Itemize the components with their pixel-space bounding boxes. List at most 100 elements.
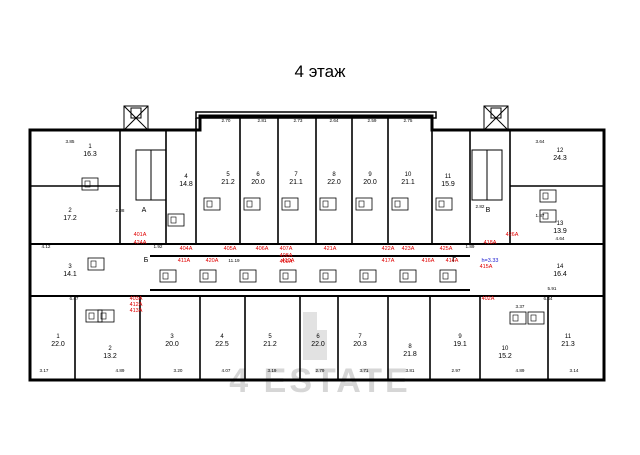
wc-fixture bbox=[391, 197, 409, 211]
wc-fixture-inner bbox=[438, 200, 445, 208]
wc-fixture bbox=[199, 269, 217, 283]
wc-fixture-inner bbox=[242, 272, 249, 280]
stair-tower-left bbox=[123, 105, 149, 131]
room-code-label: 411А bbox=[178, 258, 191, 264]
room-area: 20.3 bbox=[353, 341, 367, 348]
corridor bbox=[30, 243, 604, 297]
room-number: 5 bbox=[268, 334, 272, 340]
dimension-label: 2.79 bbox=[316, 368, 325, 373]
wc-fixture-inner bbox=[282, 272, 289, 280]
dimension-label: 3.85 bbox=[66, 139, 75, 144]
dimension-label: 2.59 bbox=[368, 118, 377, 123]
wc-fixture bbox=[159, 269, 177, 283]
room-number: 2 bbox=[68, 208, 72, 214]
wc-fixture bbox=[509, 311, 527, 325]
wc-fixture-inner bbox=[84, 180, 91, 188]
stair-letter: Б bbox=[144, 257, 149, 264]
dimension-label: 3.17 bbox=[40, 368, 49, 373]
room-area: 21.3 bbox=[561, 341, 575, 348]
room-code-label: 401А bbox=[134, 232, 147, 238]
room-number: 3 bbox=[170, 334, 174, 340]
dimension-label: 4.12 bbox=[42, 244, 51, 249]
room-area: 22.5 bbox=[215, 341, 229, 348]
room-number: 8 bbox=[408, 344, 412, 350]
room-area: 21.1 bbox=[289, 179, 303, 186]
dimension-label: 1.92 bbox=[154, 244, 163, 249]
room-code-label: 410А bbox=[282, 258, 295, 264]
dimension-label: 3.20 bbox=[174, 368, 183, 373]
dimension-label: 6.44 bbox=[544, 296, 553, 301]
wc-fixture bbox=[203, 197, 221, 211]
room-number: 7 bbox=[358, 334, 362, 340]
room-code-label: 424А bbox=[134, 240, 147, 246]
room-area: 20.0 bbox=[165, 341, 179, 348]
room-number: 11 bbox=[445, 174, 452, 180]
stair-letter: А bbox=[142, 207, 147, 214]
room-area: 21.1 bbox=[401, 179, 415, 186]
room-area: 15.9 bbox=[441, 181, 455, 188]
wc-fixture-inner bbox=[162, 272, 169, 280]
room-area: 16.3 bbox=[83, 151, 97, 158]
room-number: 2 bbox=[108, 346, 112, 352]
wc-fixture-inner bbox=[322, 272, 329, 280]
room-area: 15.2 bbox=[498, 353, 512, 360]
dimension-label: 2.75 bbox=[404, 118, 413, 123]
room-area: 13.9 bbox=[553, 228, 567, 235]
room-number: 12 bbox=[557, 148, 564, 154]
top-room-walls bbox=[30, 118, 604, 244]
room-number: 6 bbox=[316, 334, 320, 340]
wc-fixture-inner bbox=[512, 314, 519, 322]
wc-fixture-inner bbox=[202, 272, 209, 280]
floor-title: 4 этаж bbox=[294, 62, 346, 81]
room-area: 22.0 bbox=[327, 179, 341, 186]
wc-fixture-inner bbox=[542, 212, 549, 220]
room-number: 7 bbox=[294, 172, 298, 178]
dimension-label: 3.71 bbox=[360, 368, 369, 373]
wc-fixture-inner bbox=[394, 200, 401, 208]
room-number: 3 bbox=[68, 264, 72, 270]
room-code-label: 418А bbox=[484, 240, 497, 246]
room-number: 6 bbox=[256, 172, 260, 178]
wc-fixture bbox=[167, 213, 185, 227]
rooms-top: 116.3217.2314.1414.8521.2620.0721.1822.0… bbox=[63, 144, 567, 278]
stair-tower-right bbox=[483, 105, 509, 131]
room-number: 8 bbox=[332, 172, 336, 178]
room-code-label: 408А bbox=[280, 253, 293, 259]
room-area: 22.0 bbox=[311, 341, 325, 348]
wc-fixture-inner bbox=[362, 272, 369, 280]
room-code-label: 402А bbox=[482, 296, 495, 302]
watermark-mark bbox=[303, 312, 317, 360]
room-area: 20.0 bbox=[251, 179, 265, 186]
room-code-label: 407А bbox=[280, 246, 293, 252]
room-area: 21.2 bbox=[263, 341, 277, 348]
dimension-label: 2.08 bbox=[116, 208, 125, 213]
wc-fixture-inner bbox=[442, 272, 449, 280]
wc-fixture-inner bbox=[358, 200, 365, 208]
dimension-label: 2.81 bbox=[258, 118, 267, 123]
stair-letter: В bbox=[486, 207, 491, 214]
room-code-label: 425А bbox=[440, 246, 453, 252]
room-number: 10 bbox=[405, 172, 412, 178]
wc-fixture-inner bbox=[530, 314, 537, 322]
room-area: 22.0 bbox=[51, 341, 65, 348]
room-area: 20.0 bbox=[363, 179, 377, 186]
room-number: 14 bbox=[557, 264, 564, 270]
room-number: 9 bbox=[458, 334, 462, 340]
room-code-label: 406А bbox=[256, 246, 269, 252]
dimension-label: 2.70 bbox=[222, 118, 231, 123]
height-labels: h=3.33 bbox=[482, 258, 499, 264]
room-code-label: 413А bbox=[130, 308, 143, 314]
room-number: 1 bbox=[88, 144, 92, 150]
room-area: 17.2 bbox=[63, 215, 77, 222]
dimension-label: 2.97 bbox=[452, 368, 461, 373]
room-code-label: 403А bbox=[130, 296, 143, 302]
dimension-label: 3.14 bbox=[570, 368, 579, 373]
room-area: 19.1 bbox=[453, 341, 467, 348]
room-area: 13.2 bbox=[103, 353, 117, 360]
room-code-label: 423А bbox=[402, 246, 415, 252]
